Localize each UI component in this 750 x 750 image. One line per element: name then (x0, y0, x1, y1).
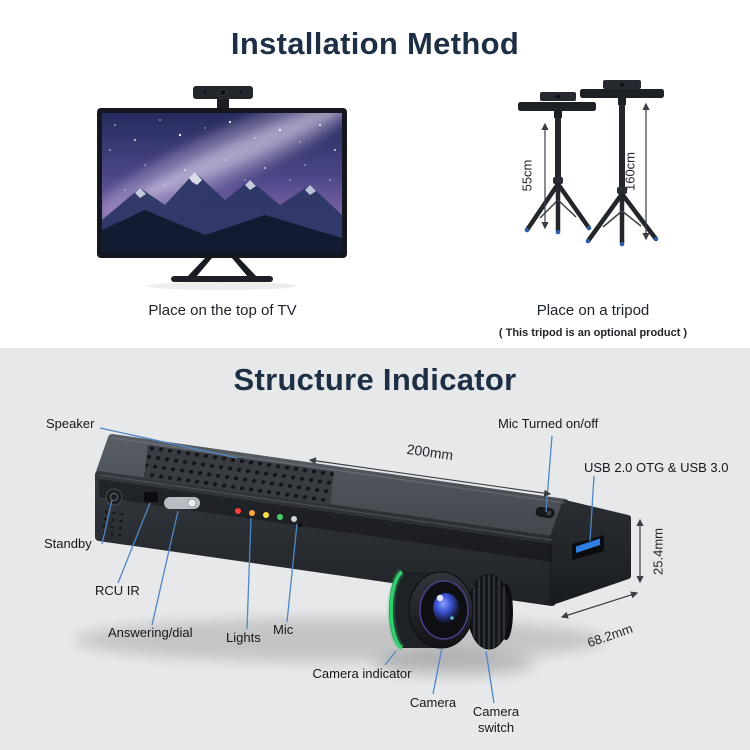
standby-button (105, 488, 123, 506)
tripod-tall (580, 80, 664, 247)
label-mic: Mic (273, 622, 294, 637)
label-camera: Camera (409, 695, 457, 710)
label-answering-dial: Answering/dial (108, 625, 193, 640)
label-standby: Standby (44, 536, 92, 551)
label-usb: USB 2.0 OTG & USB 3.0 (584, 460, 729, 475)
usb-port (572, 535, 604, 560)
dim-55cm: 55cm (519, 159, 535, 192)
camera-lens (408, 571, 474, 649)
camera-indicator-ring (389, 570, 404, 650)
tripod-caption: Place on a tripod (536, 302, 650, 319)
installation-title: Installation Method (230, 26, 520, 61)
tv-illustration (97, 86, 347, 290)
dim-25-4mm: 25.4mm (650, 528, 666, 575)
label-camera-switch: Camera switch (472, 704, 520, 736)
camera-switch-ring (467, 574, 513, 650)
device-illustration (75, 427, 644, 704)
structure-title: Structure Indicator (233, 362, 517, 397)
rcu-ir-window (144, 492, 158, 502)
label-speaker: Speaker (46, 416, 95, 431)
mic-hole (297, 522, 303, 528)
tv-figure (85, 80, 360, 295)
foreground-ridge (102, 210, 342, 253)
status-leds (235, 508, 297, 522)
tv-screen (102, 113, 342, 253)
label-mic-toggle: Mic Turned on/off (498, 416, 599, 431)
left-speaker-holes (102, 510, 124, 537)
camera-assembly (387, 568, 513, 652)
structure-section: Structure Indicator (0, 348, 750, 750)
label-lights: Lights (226, 630, 261, 645)
answer-dial-slider (164, 497, 200, 509)
dimension-lines (308, 457, 644, 619)
dim-160cm: 160cm (622, 151, 638, 192)
tripod-note: ( This tripod is an optional product ) (498, 327, 688, 339)
label-camera-indicator: Camera indicator (312, 666, 412, 681)
speaker-grille (144, 445, 334, 505)
webcam-device (193, 86, 253, 109)
tripod-illustration (518, 80, 664, 247)
tripod-short (518, 92, 596, 235)
tripod-figure (500, 78, 685, 290)
front-recess-band (99, 479, 552, 562)
stars (109, 119, 336, 191)
label-rcu-ir: RCU IR (95, 583, 140, 598)
tv-caption: Place on the top of TV (148, 302, 297, 319)
tv-stand (147, 258, 297, 290)
